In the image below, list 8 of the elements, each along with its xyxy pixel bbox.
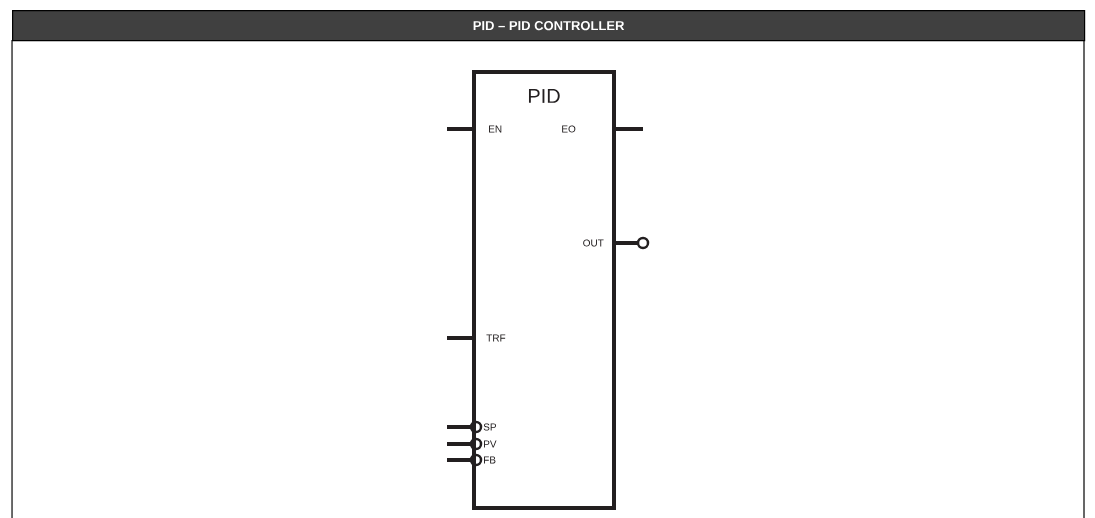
header-bar: PID – PID CONTROLLER — [12, 10, 1086, 42]
pin-label: PV — [484, 440, 497, 448]
pin-label: SP — [483, 423, 496, 431]
pin-label: EO — [562, 125, 576, 133]
pin-label: EN — [489, 125, 502, 133]
pin-label: OUT — [583, 239, 604, 247]
pin-label: TRF — [486, 334, 506, 342]
pin-label: FB — [484, 456, 496, 464]
